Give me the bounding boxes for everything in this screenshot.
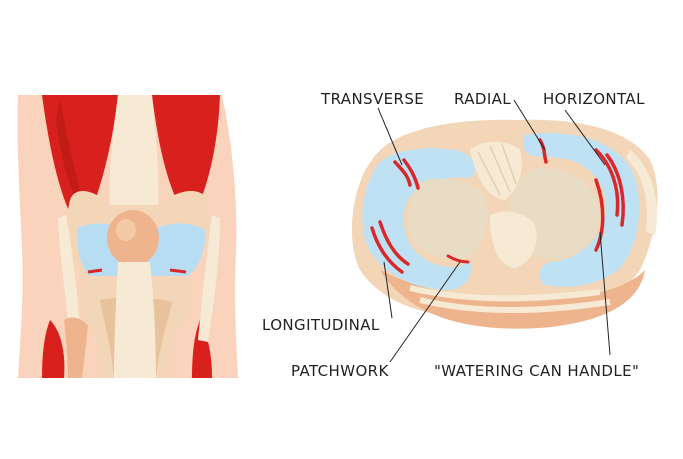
tear-transverse xyxy=(393,158,420,190)
calf-muscle-right xyxy=(192,320,212,378)
posterior-tendons xyxy=(380,270,645,329)
label-radial: RADIAL xyxy=(454,90,512,108)
leader-radial xyxy=(513,99,546,151)
leader-patchwork xyxy=(389,261,461,363)
collateral-ligament-right xyxy=(198,215,220,342)
collateral-ligament-left xyxy=(58,215,82,352)
fibula xyxy=(64,317,88,378)
cruciate-ligament-anterior xyxy=(470,141,522,200)
tear-radial xyxy=(538,138,548,164)
patella xyxy=(107,210,159,266)
cruciate-ligament-anterior-lines xyxy=(477,143,517,196)
label-transverse: TRANSVERSE xyxy=(321,90,425,108)
quadriceps-tendon xyxy=(109,95,159,210)
thigh-muscle-left xyxy=(42,95,118,232)
tear-watering-can xyxy=(594,178,605,252)
knee-front-view xyxy=(17,95,239,378)
patella-highlight xyxy=(116,219,136,241)
leader-horizontal xyxy=(564,109,606,166)
tibial-surface-lateral xyxy=(408,178,488,260)
front-tear-right xyxy=(169,268,187,274)
leader-longitudinal xyxy=(383,261,393,319)
lateral-meniscus xyxy=(362,148,475,290)
front-tear-left xyxy=(87,268,103,274)
leader-lines xyxy=(377,99,611,363)
tendon-strands xyxy=(409,285,611,314)
label-horizontal: HORIZONTAL xyxy=(543,90,645,108)
tear-longitudinal xyxy=(370,220,410,274)
meniscus-top-view xyxy=(351,119,658,329)
cruciate-ligament-posterior xyxy=(490,211,537,268)
thigh-muscle-shadow xyxy=(56,100,86,215)
patellar-tendon xyxy=(114,262,156,378)
thigh-muscle-right xyxy=(152,95,220,222)
label-patchwork: PATCHWORK xyxy=(291,362,389,380)
leader-transverse xyxy=(377,107,403,166)
leader-watering xyxy=(599,231,611,356)
tear-patchwork xyxy=(446,254,470,264)
label-longitudinal: LONGITUDINAL xyxy=(262,316,380,334)
calf-muscle-left xyxy=(42,320,65,378)
label-watering-can-handle: "WATERING CAN HANDLE" xyxy=(434,362,640,380)
plateau-rim-right xyxy=(626,150,658,235)
tear-horizontal xyxy=(594,148,625,227)
